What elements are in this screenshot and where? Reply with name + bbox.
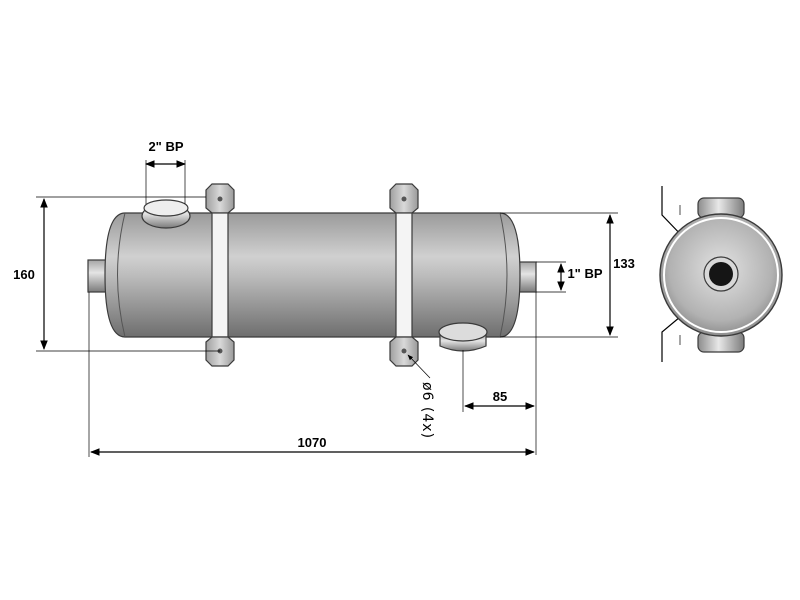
leader-mount-holes <box>407 354 431 379</box>
shell-body <box>104 212 521 338</box>
label-top-inlet: 2" BP <box>148 139 183 154</box>
bottom-nozzle-top <box>438 322 488 342</box>
side-view <box>87 183 537 367</box>
label-height-body: 133 <box>613 256 635 271</box>
end-view-shell-inner <box>663 217 779 333</box>
right-end-cap <box>499 212 508 338</box>
end-view-pipe-bore <box>709 262 733 286</box>
label-length: 1070 <box>298 435 327 450</box>
label-height-total: 160 <box>13 267 35 282</box>
bracket-right <box>389 183 419 367</box>
top-nozzle-rim <box>143 199 189 217</box>
left-end-cap <box>117 212 126 338</box>
end-view <box>659 186 783 362</box>
label-mount-holes: ø6 (4x) <box>419 382 435 439</box>
label-offset: 85 <box>493 389 507 404</box>
bracket-left <box>205 183 235 367</box>
label-side-outlet: 1" BP <box>567 266 602 281</box>
dimensions: 2" BP 160 133 1" BP 85 1070 ø6 (4x) <box>13 139 635 457</box>
